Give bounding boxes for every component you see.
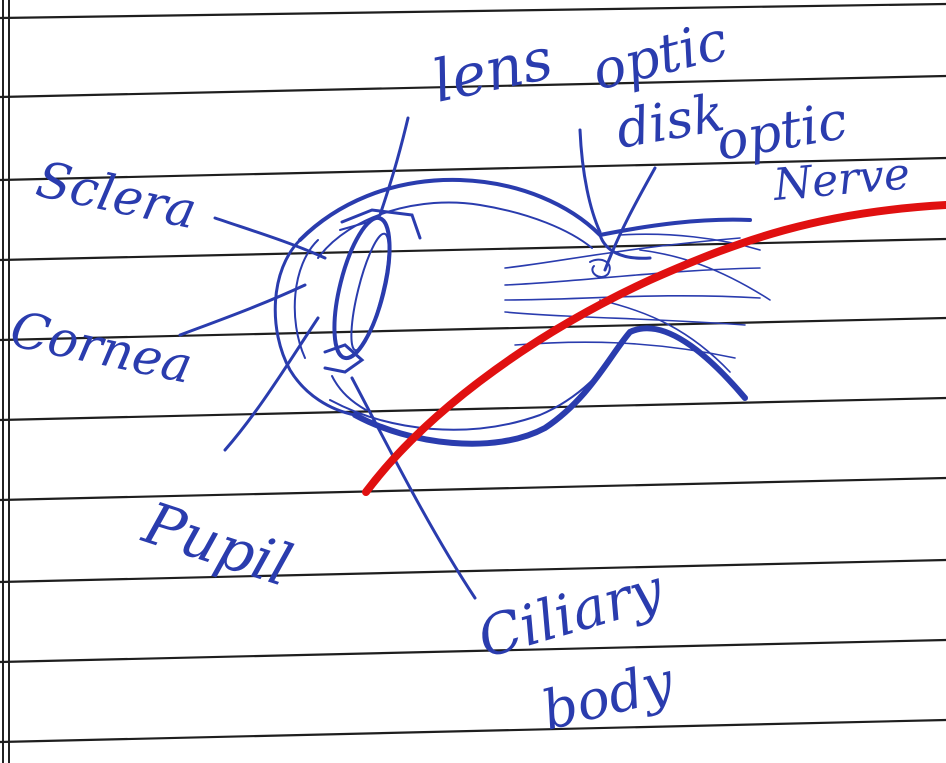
label-cornea: Cornea [6, 300, 198, 395]
labels: lens optic disk optic Nerve Sclera Corne… [6, 9, 912, 743]
optic-nerve-leader [605, 168, 655, 270]
sclera-leader [215, 218, 325, 258]
page-margin [3, 0, 9, 763]
label-sclera: Sclera [32, 150, 202, 240]
red-correction-mark [366, 205, 946, 492]
lens-leader [380, 118, 408, 215]
label-lens: lens [427, 24, 559, 115]
pupil-leader [225, 318, 318, 450]
label-optic-nerve-2: Nerve [771, 148, 912, 211]
label-pupil: Pupil [135, 488, 300, 600]
cornea-leader [180, 285, 305, 335]
optic-disk-leader [580, 130, 600, 232]
